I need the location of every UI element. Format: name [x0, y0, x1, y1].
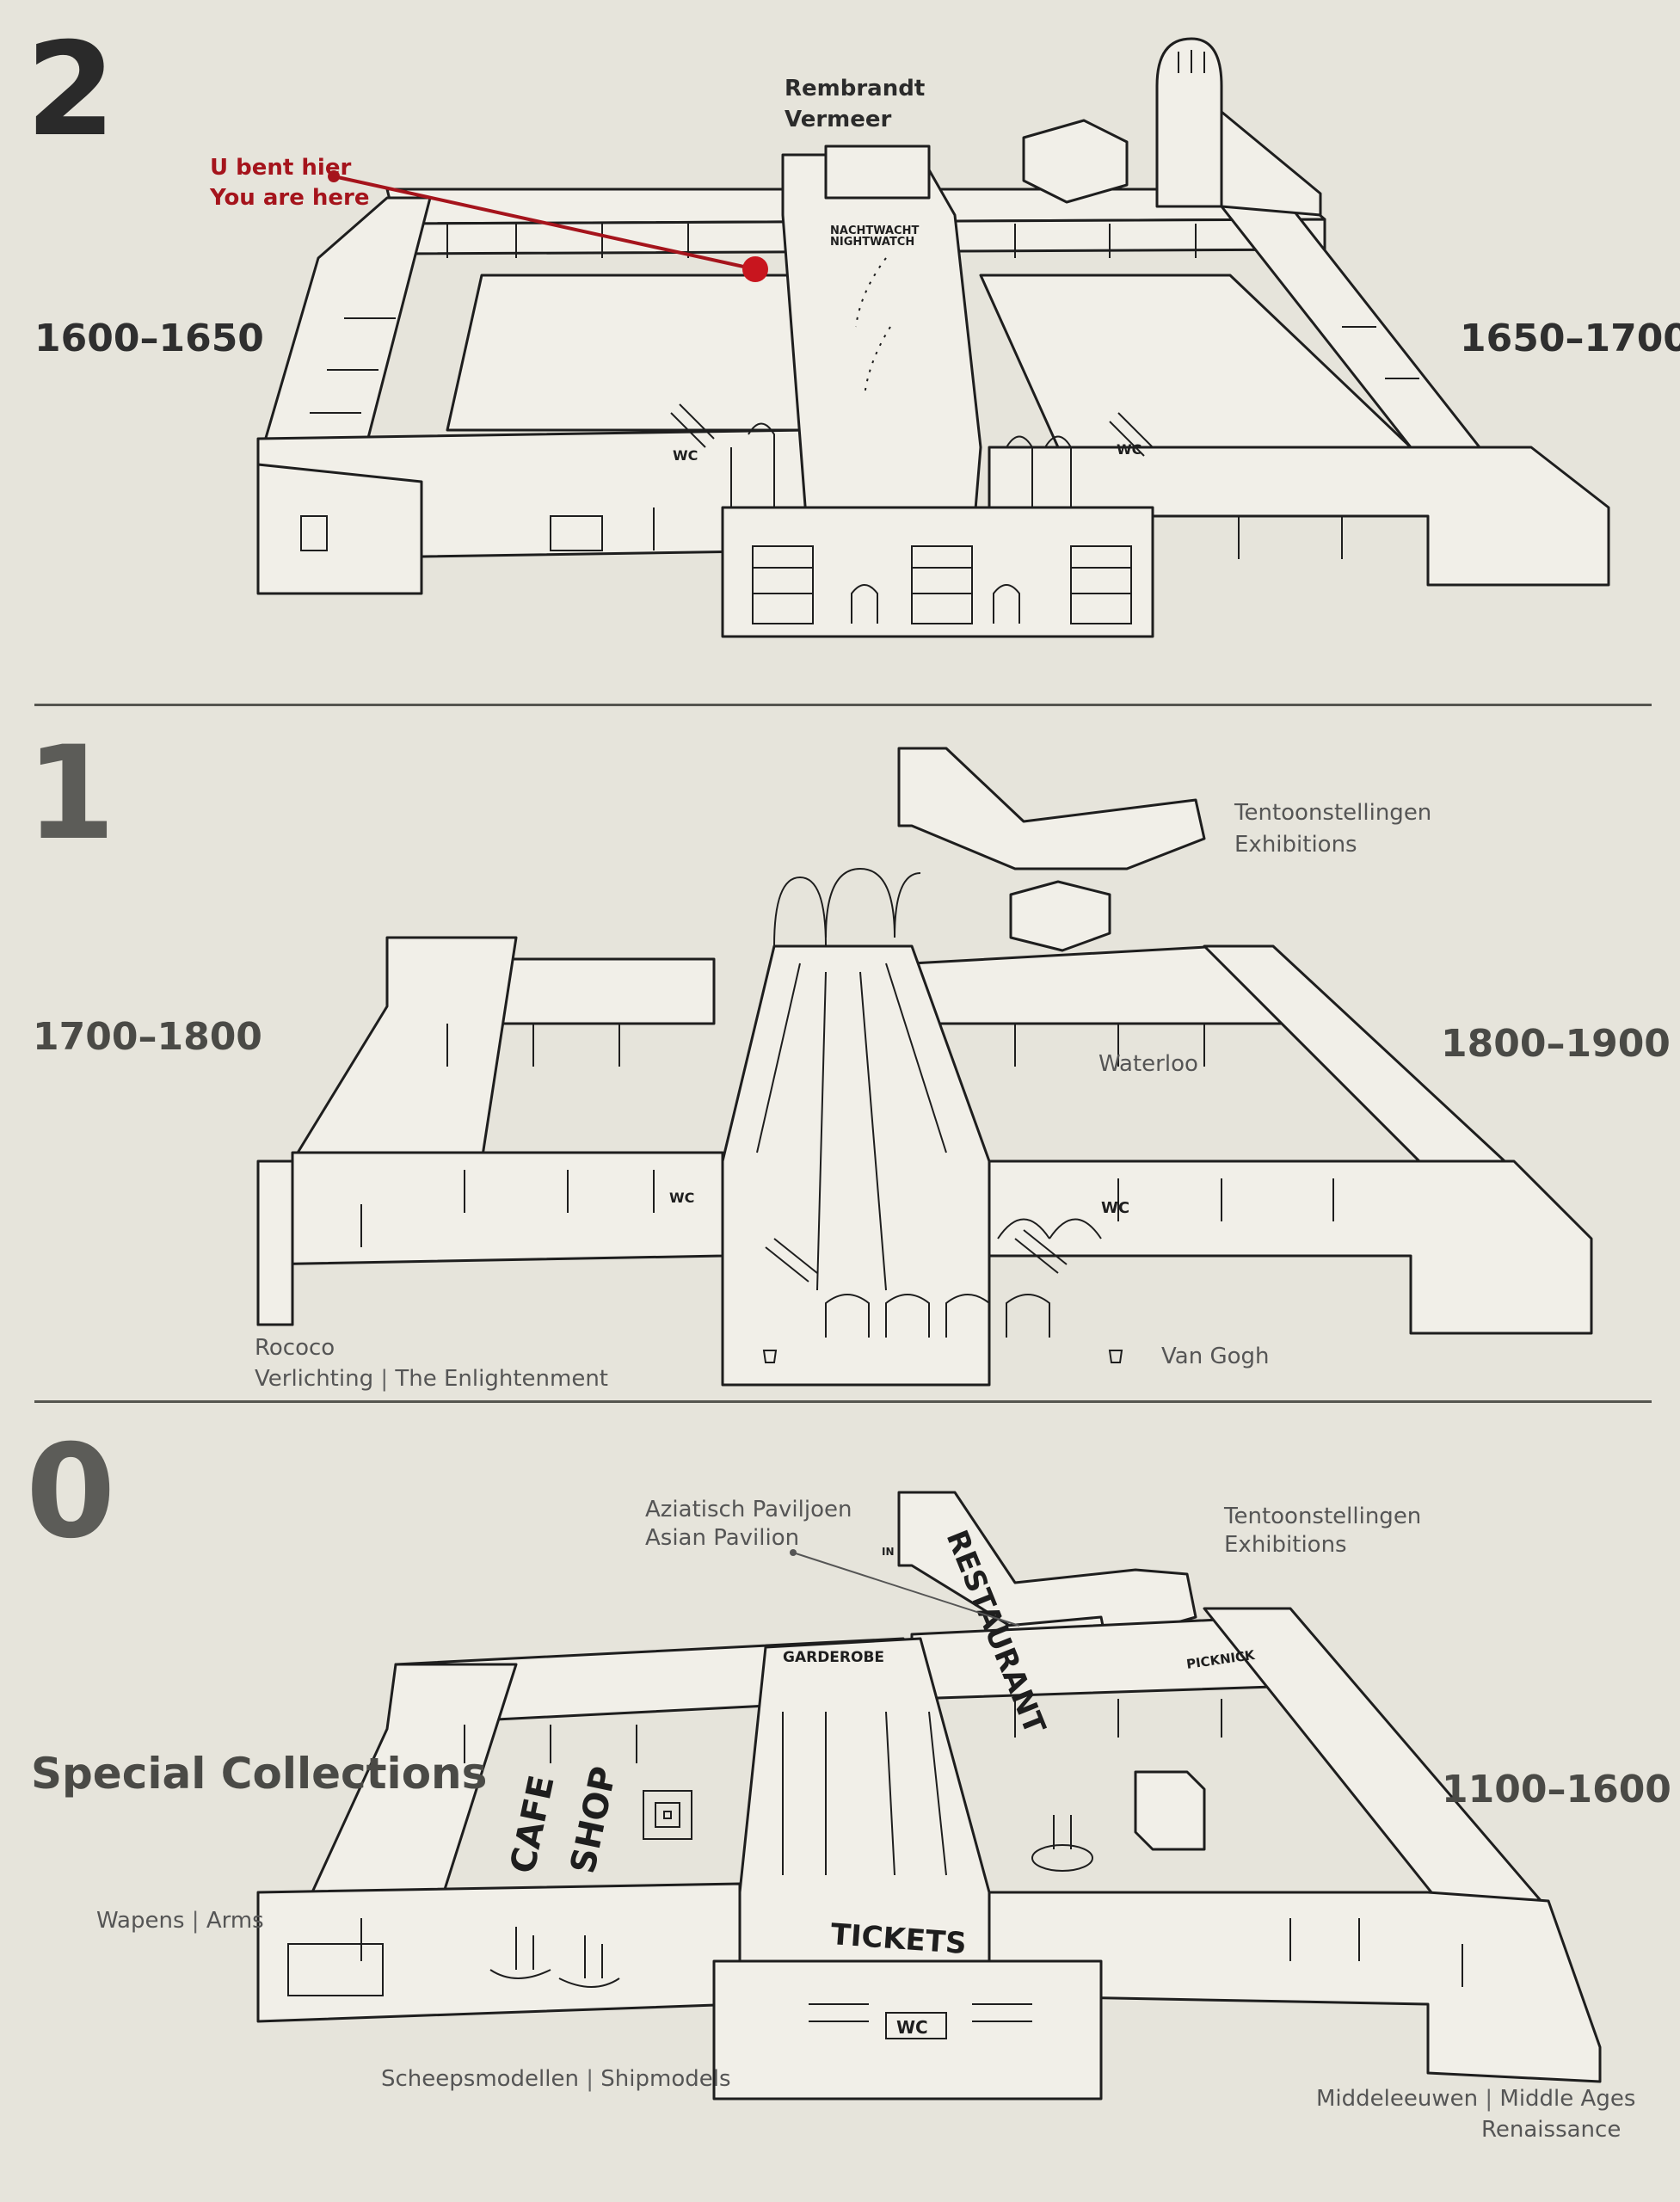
floor-0-building: [256, 1491, 1602, 2101]
floor-0-number: 0: [26, 1418, 115, 1567]
renaissance-label: Renaissance: [1481, 2117, 1622, 2143]
shipmodels-label: Scheepsmodellen | Shipmodels: [381, 2064, 731, 2094]
vermeer-label: Vermeer: [785, 107, 892, 132]
cafe-icon: [762, 1350, 1123, 1363]
you-are-here-pointer-line: [333, 175, 756, 271]
wc-sign-floor1-right: WC: [1101, 1199, 1129, 1217]
arms-separator: |: [191, 1908, 200, 1934]
wc-sign-floor2-left: WC: [673, 447, 698, 464]
asian-pavilion-pointer: [792, 1552, 1020, 1627]
exhibitions-label-en-floor0: Exhibitions: [1224, 1532, 1347, 1558]
floor-2-number: 2: [26, 15, 115, 165]
wc-sign-floor1-left: WC: [669, 1190, 694, 1206]
period-1100-1600: 1100–1600: [1442, 1768, 1671, 1811]
cafe-sign: CAFE: [503, 1772, 563, 1877]
middle-ages-label: Middeleeuwen | Middle Ages: [1316, 2084, 1635, 2113]
middle-ages-separator: |: [1485, 2086, 1493, 2112]
special-collections-label: Special Collections: [31, 1749, 488, 1799]
shipmodels-separator: |: [586, 2066, 594, 2092]
exhibitions-label-nl-floor1: Tentoonstellingen: [1234, 800, 1432, 826]
divider-floor1-floor0: [34, 1400, 1652, 1403]
enlightenment-label: Verlichting | The Enlightenment: [255, 1364, 608, 1393]
you-are-here-nl: U bent hier: [210, 155, 352, 181]
middle-ages-label-nl: Middeleeuwen: [1316, 2086, 1479, 2112]
shipmodels-label-en: Shipmodels: [600, 2066, 731, 2092]
enlightenment-separator: |: [380, 1366, 389, 1392]
arms-label: Wapens | Arms: [96, 1906, 264, 1935]
arms-label-en: Arms: [206, 1908, 264, 1934]
rococo-label: Rococo: [255, 1335, 335, 1361]
floor-2-building: [256, 37, 1610, 638]
period-1700-1800: 1700–1800: [33, 1015, 262, 1059]
enlightenment-label-nl: Verlichting: [255, 1366, 374, 1392]
exhibitions-label-en-floor1: Exhibitions: [1234, 832, 1357, 858]
you-are-here-pointer-dot: [328, 170, 340, 182]
entrance-in-label: IN: [882, 1546, 895, 1558]
arms-label-nl: Wapens: [96, 1908, 185, 1934]
asian-pavilion-label-en: Asian Pavilion: [645, 1525, 800, 1551]
floor-1-number: 1: [26, 719, 115, 869]
period-1600-1650: 1600–1650: [34, 317, 264, 360]
divider-floor2-floor1: [34, 704, 1652, 706]
enlightenment-label-en: The Enlightenment: [395, 1366, 608, 1392]
period-1650-1700: 1650–1700: [1460, 317, 1680, 360]
exhibitions-label-nl-floor0: Tentoonstellingen: [1224, 1504, 1422, 1529]
shipmodels-label-nl: Scheepsmodellen: [381, 2066, 579, 2092]
nightwatch-room-label-en: NIGHTWATCH: [830, 236, 914, 249]
you-are-here-en: You are here: [210, 185, 370, 211]
nightwatch-room-label-nl: NACHTWACHT: [830, 225, 919, 237]
you-are-here-marker: [742, 256, 768, 282]
shop-sign: SHOP: [563, 1763, 625, 1877]
wc-sign-floor2-right: WC: [1117, 441, 1142, 458]
garderobe-sign: GARDEROBE: [783, 1649, 884, 1666]
period-1800-1900: 1800–1900: [1441, 1022, 1671, 1066]
rembrandt-label: Rembrandt: [785, 76, 926, 101]
asian-pavilion-label-nl: Aziatisch Paviljoen: [645, 1497, 852, 1522]
floor-1-building: [256, 747, 1593, 1387]
wc-sign-floor0: WC: [896, 2017, 928, 2038]
middle-ages-label-en: Middle Ages: [1499, 2086, 1636, 2112]
van-gogh-label: Van Gogh: [1161, 1344, 1270, 1369]
waterloo-label: Waterloo: [1098, 1051, 1198, 1077]
